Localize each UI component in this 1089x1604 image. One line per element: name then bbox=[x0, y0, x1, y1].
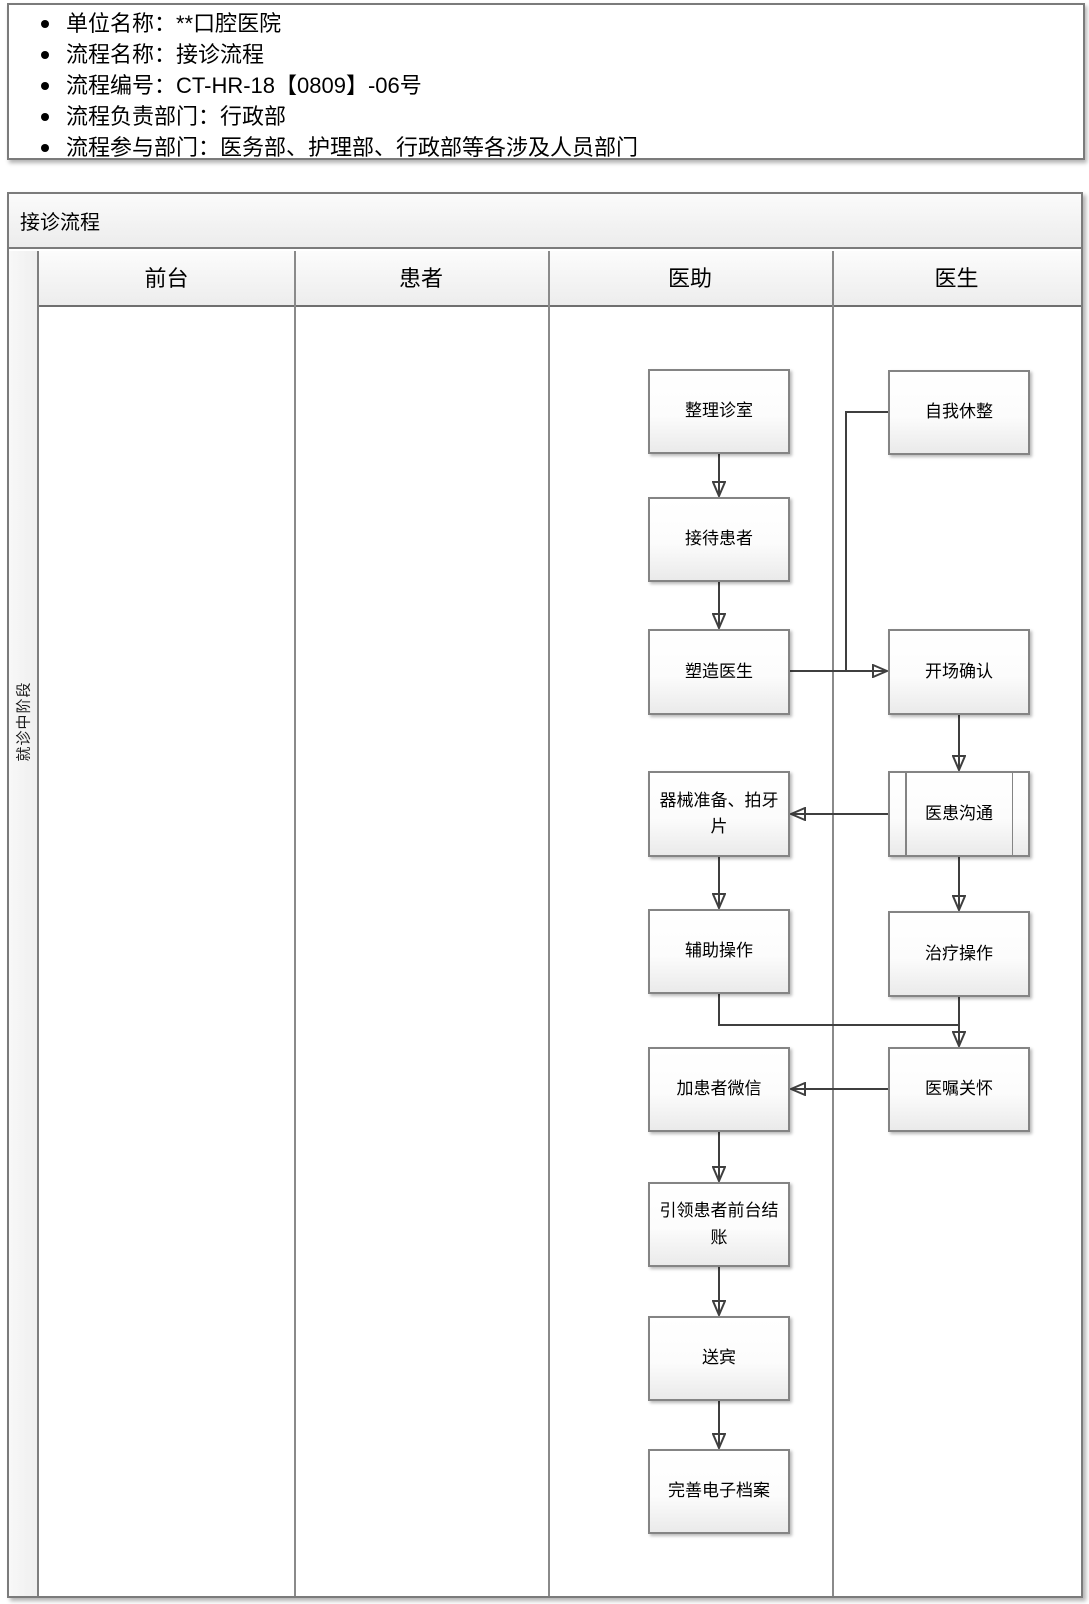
info-item-owner-department: 流程负责部门：行政部 bbox=[9, 101, 1083, 132]
info-item-participant-departments: 流程参与部门：医务部、护理部、行政部等各涉及人员部门 bbox=[9, 132, 1083, 163]
info-item-text: 流程名称：接诊流程 bbox=[66, 42, 265, 67]
node-prepare-instruments: 器械准备、拍牙片 bbox=[648, 771, 790, 857]
subprocess-bar-right bbox=[1011, 773, 1013, 855]
node-treatment-operation: 治疗操作 bbox=[888, 911, 1030, 997]
stage-label: 就诊中阶段 bbox=[15, 680, 33, 762]
info-item-text: 流程参与部门：医务部、护理部、行政部等各涉及人员部门 bbox=[66, 135, 639, 160]
lane-header-patient: 患者 bbox=[398, 266, 443, 291]
edge-assist-to-advice-care bbox=[718, 994, 959, 1026]
info-item-unit-name: 单位名称：**口腔医院 bbox=[9, 8, 1083, 39]
bullet-icon bbox=[41, 82, 49, 90]
subprocess-bar-left bbox=[905, 773, 907, 855]
node-build-doctor-image: 塑造医生 bbox=[648, 629, 790, 715]
lane-divider bbox=[548, 251, 550, 1596]
node-doctor-advice-care: 医嘱关怀 bbox=[888, 1047, 1030, 1132]
process-info-list: 单位名称：**口腔医院 流程名称：接诊流程 流程编号：CT-HR-18【0809… bbox=[9, 8, 1083, 163]
lane-header-front-desk: 前台 bbox=[144, 266, 189, 291]
node-add-patient-wechat: 加患者微信 bbox=[648, 1047, 790, 1132]
lane-divider bbox=[294, 251, 296, 1596]
flowchart-title: 接诊流程 bbox=[9, 194, 1081, 249]
node-assist-operation: 辅助操作 bbox=[648, 909, 790, 994]
node-doctor-patient-communication: 医患沟通 bbox=[888, 771, 1030, 857]
info-item-text: 流程编号：CT-HR-18【0809】-06号 bbox=[66, 73, 422, 98]
info-item-process-number: 流程编号：CT-HR-18【0809】-06号 bbox=[9, 70, 1083, 101]
info-item-text: 流程负责部门：行政部 bbox=[66, 104, 287, 129]
info-item-text: 单位名称：**口腔医院 bbox=[66, 11, 282, 36]
edge-self-rest-to-opening-confirm bbox=[845, 411, 888, 671]
node-self-rest: 自我休整 bbox=[888, 370, 1030, 455]
node-tidy-room: 整理诊室 bbox=[648, 369, 790, 454]
bullet-icon bbox=[41, 51, 49, 59]
lane-header-row bbox=[39, 251, 1081, 307]
flowchart-body: 就诊中阶段 前台 患者 医助 医生 bbox=[9, 251, 1081, 1596]
lane-header-doctor: 医生 bbox=[934, 266, 979, 291]
process-info-panel: 单位名称：**口腔医院 流程名称：接诊流程 流程编号：CT-HR-18【0809… bbox=[7, 3, 1085, 160]
bullet-icon bbox=[41, 20, 49, 28]
node-send-off-guest: 送宾 bbox=[648, 1316, 790, 1401]
node-lead-to-checkout: 引领患者前台结账 bbox=[648, 1182, 790, 1267]
lane-divider bbox=[832, 251, 834, 1596]
bullet-icon bbox=[41, 113, 49, 121]
flowchart-panel: 接诊流程 就诊中阶段 前台 患者 医助 医生 bbox=[7, 192, 1083, 1598]
lane-header-assistant: 医助 bbox=[667, 266, 712, 291]
stage-label-wrap: 就诊中阶段 bbox=[9, 631, 37, 811]
stage-column: 就诊中阶段 bbox=[9, 251, 39, 1596]
info-item-process-name: 流程名称：接诊流程 bbox=[9, 39, 1083, 70]
bullet-icon bbox=[41, 144, 49, 152]
node-complete-e-archive: 完善电子档案 bbox=[648, 1449, 790, 1534]
node-opening-confirm: 开场确认 bbox=[888, 629, 1030, 715]
node-receive-patient: 接待患者 bbox=[648, 497, 790, 582]
